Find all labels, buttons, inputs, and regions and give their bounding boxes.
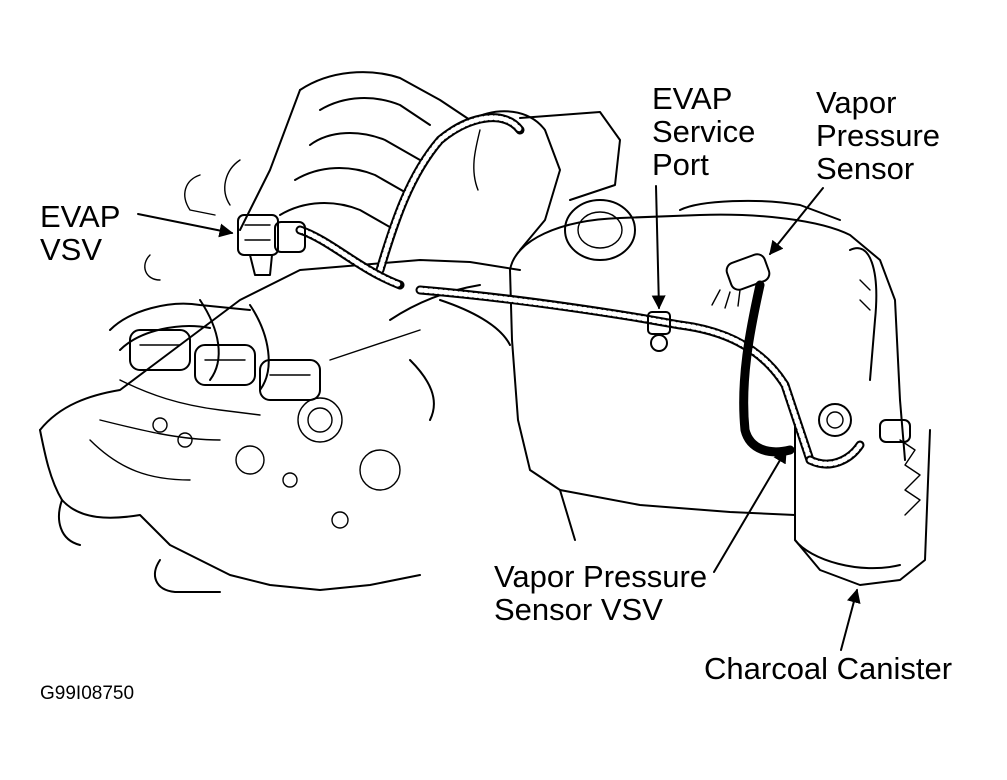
evap-service-port-component [647,311,671,352]
label-vapor-pressure-sensor-line1: Vapor [816,85,897,120]
vapor-hoses [295,113,865,469]
label-evap-service-port: EVAP Service Port [652,82,755,181]
label-charcoal-canister-text: Charcoal Canister [704,651,953,686]
label-evap-service-port-line2: Service [652,114,756,149]
leader-arrows [137,185,861,651]
label-charcoal-canister: Charcoal Canister [704,652,952,685]
figure-code: G99I08750 [40,683,135,704]
engine-block [39,71,636,593]
label-evap-service-port-line1: EVAP [652,81,733,116]
vapor-pressure-sensor-component [711,253,771,309]
label-evap-vsv-line2: VSV [40,232,103,267]
evap-vsv-component [237,214,306,276]
sensor-hose [739,280,795,457]
label-evap-service-port-line3: Port [652,147,709,182]
label-evap-vsv: EVAP VSV [40,200,120,266]
label-vpsvsv-line2: Sensor VSV [494,592,663,627]
label-vapor-pressure-sensor-line2: Pressure [816,118,941,153]
label-vapor-pressure-sensor-line3: Sensor [816,151,915,186]
label-vapor-pressure-sensor-vsv: Vapor Pressure Sensor VSV [494,560,707,626]
label-vapor-pressure-sensor: Vapor Pressure Sensor [816,86,940,185]
label-evap-vsv-line1: EVAP [40,199,121,234]
label-vpsvsv-line1: Vapor Pressure [494,559,708,594]
charcoal-canister-housing [509,199,931,586]
